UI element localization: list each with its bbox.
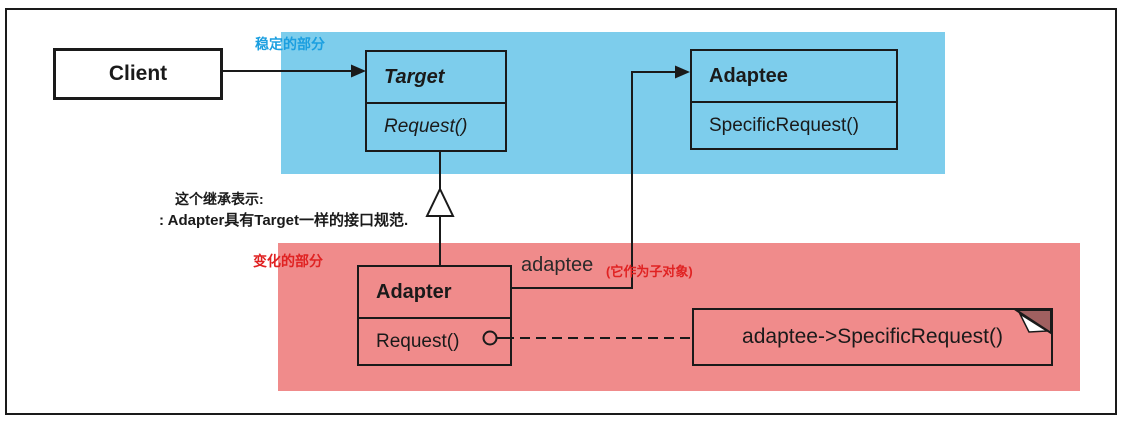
note-box: adaptee->SpecificRequest() bbox=[692, 308, 1053, 366]
variable-part-label: 变化的部分 bbox=[253, 253, 323, 269]
class-box-client: Client bbox=[53, 48, 223, 100]
association-label-adaptee: adaptee bbox=[521, 254, 594, 276]
class-box-target: Target Request() bbox=[365, 50, 507, 152]
class-box-adapter: Adapter Request() bbox=[357, 265, 512, 366]
target-method: Request() bbox=[384, 116, 468, 137]
association-note: (它作为子对象) bbox=[606, 264, 693, 279]
inheritance-caption-line2: : Adapter具有Target一样的接口规范. bbox=[159, 212, 409, 229]
adaptee-class-name: Adaptee bbox=[692, 51, 896, 103]
adapter-method: Request() bbox=[376, 330, 460, 352]
class-box-adaptee: Adaptee SpecificRequest() bbox=[690, 49, 898, 150]
outer-frame bbox=[5, 8, 1117, 415]
note-text: adaptee->SpecificRequest() bbox=[742, 325, 1003, 348]
inheritance-caption-line1: 这个继承表示: bbox=[175, 191, 264, 207]
adaptee-method: SpecificRequest() bbox=[709, 114, 859, 136]
client-class-name: Client bbox=[108, 62, 168, 85]
target-class-name: Target bbox=[367, 52, 505, 104]
stable-part-label: 稳定的部分 bbox=[255, 36, 325, 52]
adapter-class-name: Adapter bbox=[359, 267, 510, 319]
